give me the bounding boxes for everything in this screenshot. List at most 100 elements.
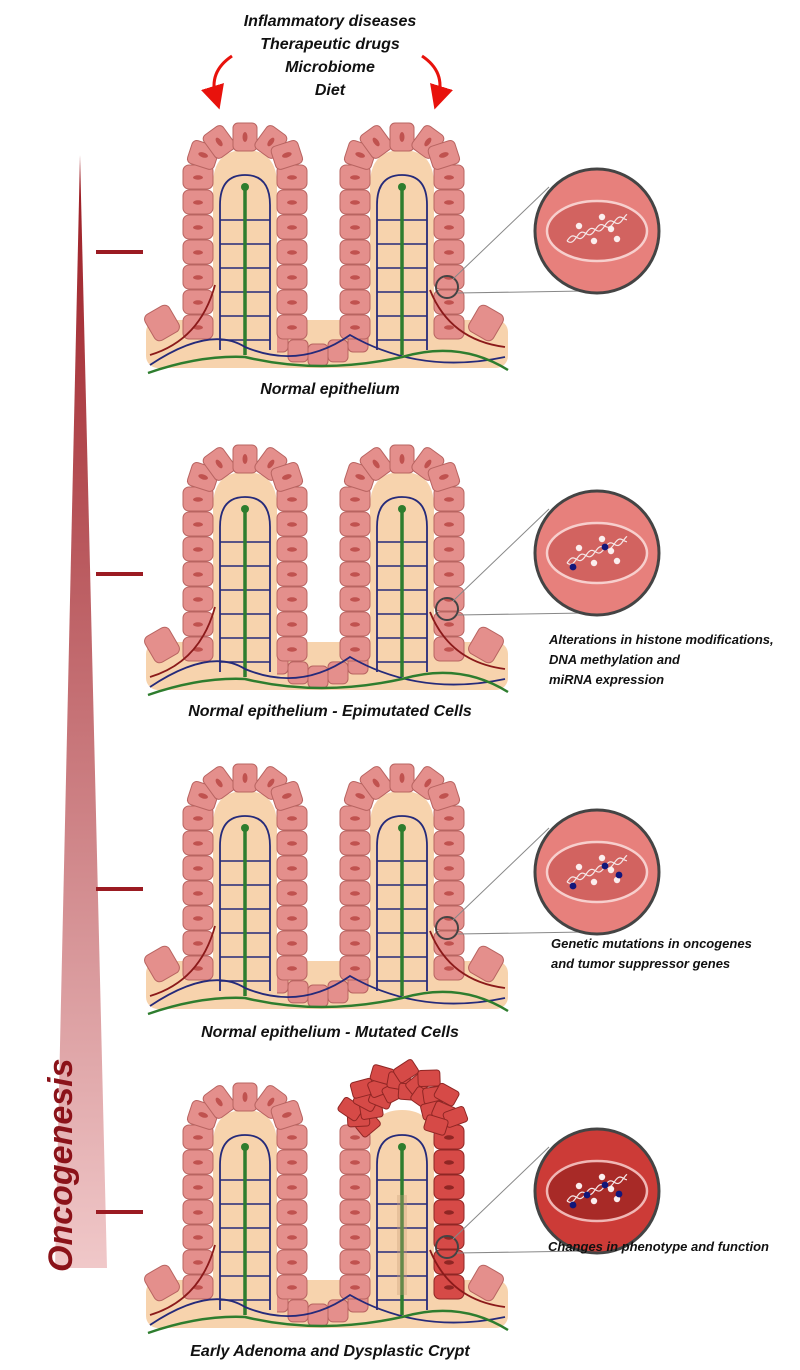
chromatin-dot bbox=[599, 855, 605, 861]
cell-nucleus bbox=[287, 891, 297, 895]
dysplastic-lacteal-shade bbox=[397, 1195, 407, 1295]
crypt-cell bbox=[308, 985, 328, 1007]
cell-nucleus bbox=[287, 1285, 297, 1289]
chromatin-dot bbox=[591, 879, 597, 885]
cell-nucleus bbox=[444, 1210, 454, 1214]
factor-label: Diet bbox=[180, 79, 480, 102]
intestinal-stage bbox=[96, 1058, 659, 1333]
cell-nucleus bbox=[444, 1285, 454, 1289]
epigenetic-mark bbox=[616, 872, 623, 879]
cell-nucleus bbox=[287, 866, 297, 870]
cell-nucleus bbox=[243, 454, 248, 464]
note-line: Changes in phenotype and function bbox=[548, 1237, 800, 1257]
zoom-line bbox=[457, 291, 585, 293]
note-dysplastic: Changes in phenotype and function bbox=[548, 1237, 800, 1257]
cell-nucleus bbox=[350, 275, 360, 279]
cell-nucleus bbox=[444, 841, 454, 845]
stage-title-dysplastic: Early Adenoma and Dysplastic Crypt bbox=[120, 1343, 540, 1361]
cell-nucleus bbox=[193, 1160, 203, 1164]
cell-nucleus bbox=[444, 622, 454, 626]
crypt-cell bbox=[288, 1300, 308, 1322]
cell-nucleus bbox=[350, 250, 360, 254]
cell-nucleus bbox=[287, 1260, 297, 1264]
crypt-cell bbox=[308, 666, 328, 688]
cell-nucleus bbox=[444, 866, 454, 870]
zoom-line bbox=[457, 613, 585, 615]
factor-label: Inflammatory diseases bbox=[180, 10, 480, 33]
cell-nucleus bbox=[350, 647, 360, 651]
cell-nucleus bbox=[350, 916, 360, 920]
cell-nucleus bbox=[287, 916, 297, 920]
cell-nucleus bbox=[350, 866, 360, 870]
cell-nucleus bbox=[444, 175, 454, 179]
cell-nucleus bbox=[287, 941, 297, 945]
cell-nucleus bbox=[444, 966, 454, 970]
cell-nucleus bbox=[444, 1185, 454, 1189]
chromatin-dot bbox=[608, 548, 614, 554]
lacteal-tip bbox=[241, 183, 249, 191]
note-line: Alterations in histone modifications, bbox=[549, 630, 799, 650]
cell-nucleus bbox=[193, 816, 203, 820]
epigenetic-mark bbox=[570, 564, 577, 571]
cell-nucleus bbox=[287, 200, 297, 204]
crypt-cell bbox=[288, 340, 308, 362]
factor-label: Therapeutic drugs bbox=[180, 33, 480, 56]
cell-nucleus bbox=[400, 454, 405, 464]
cell-nucleus bbox=[287, 841, 297, 845]
cell-nucleus bbox=[350, 200, 360, 204]
cell-nucleus bbox=[444, 325, 454, 329]
cell-nucleus bbox=[350, 572, 360, 576]
chromatin-dot bbox=[608, 226, 614, 232]
cell-nucleus bbox=[243, 773, 248, 783]
cell-nucleus bbox=[287, 647, 297, 651]
cell-nucleus bbox=[193, 250, 203, 254]
cell-nucleus bbox=[193, 200, 203, 204]
epigenetic-mark bbox=[584, 1192, 591, 1199]
cell-nucleus bbox=[287, 275, 297, 279]
cell-nucleus bbox=[350, 175, 360, 179]
cell-nucleus bbox=[350, 622, 360, 626]
cell-nucleus bbox=[350, 325, 360, 329]
cell-nucleus bbox=[287, 300, 297, 304]
cell-nucleus bbox=[444, 1135, 454, 1139]
lacteal-tip bbox=[241, 505, 249, 513]
cell-nucleus bbox=[287, 597, 297, 601]
epigenetic-mark bbox=[616, 1191, 623, 1198]
cell-nucleus bbox=[444, 816, 454, 820]
chromatin-dot bbox=[591, 560, 597, 566]
cell-nucleus bbox=[444, 522, 454, 526]
cell-nucleus bbox=[350, 522, 360, 526]
cell-nucleus bbox=[193, 622, 203, 626]
cell-nucleus bbox=[350, 1135, 360, 1139]
cell-nucleus bbox=[193, 866, 203, 870]
cell-nucleus bbox=[350, 1210, 360, 1214]
cell-nucleus bbox=[193, 175, 203, 179]
cell-nucleus bbox=[193, 1210, 203, 1214]
lacteal-tip bbox=[241, 1143, 249, 1151]
cell-nucleus bbox=[193, 572, 203, 576]
epigenetic-mark bbox=[602, 1182, 609, 1189]
cell-nucleus bbox=[444, 300, 454, 304]
cell-nucleus bbox=[193, 916, 203, 920]
cell-nucleus bbox=[287, 1210, 297, 1214]
intestinal-stage bbox=[96, 123, 659, 373]
cell-nucleus bbox=[287, 522, 297, 526]
factor-label: Microbiome bbox=[180, 56, 480, 79]
stage-title-epimutated: Normal epithelium - Epimutated Cells bbox=[120, 703, 540, 721]
cell-nucleus bbox=[287, 966, 297, 970]
cell-nucleus bbox=[287, 1135, 297, 1139]
cell-nucleus bbox=[350, 300, 360, 304]
cell-nucleus bbox=[287, 225, 297, 229]
cell-nucleus bbox=[193, 225, 203, 229]
oncogenesis-axis-label: Oncogenesis bbox=[42, 1058, 81, 1272]
cell-nucleus bbox=[193, 1235, 203, 1239]
cell-nucleus bbox=[350, 841, 360, 845]
cell-nucleus bbox=[193, 497, 203, 501]
cell-nucleus bbox=[287, 572, 297, 576]
cell-nucleus bbox=[350, 1185, 360, 1189]
lacteal-tip bbox=[241, 824, 249, 832]
chromatin-dot bbox=[614, 236, 620, 242]
lacteal-tip bbox=[398, 1143, 406, 1151]
cell-nucleus bbox=[350, 1285, 360, 1289]
epigenetic-mark bbox=[570, 1202, 577, 1209]
